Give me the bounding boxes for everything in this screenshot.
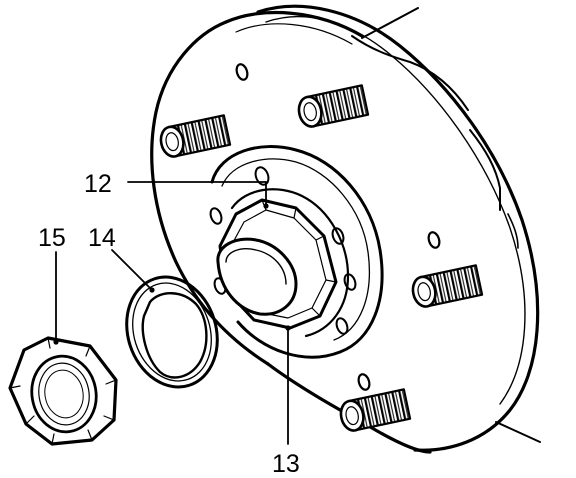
wheel-hub-flange [150, 4, 541, 454]
callout-12: 12 [84, 170, 112, 198]
stud-top-left [159, 114, 232, 158]
callout-15: 15 [38, 224, 66, 252]
stud-right [411, 264, 484, 308]
leader-13-dot [285, 325, 291, 331]
stud-bottom [339, 388, 412, 432]
stud-top-right [297, 84, 370, 128]
callout-13: 13 [272, 450, 300, 478]
hex-nut [8, 336, 118, 446]
d-washer [125, 275, 219, 389]
leader-12-dot [263, 203, 269, 209]
leader-14-dot [149, 287, 155, 293]
leader-lines [55, 181, 289, 445]
leader-14 [111, 249, 153, 291]
leader-15-dot [53, 339, 59, 345]
callout-14: 14 [88, 224, 116, 252]
